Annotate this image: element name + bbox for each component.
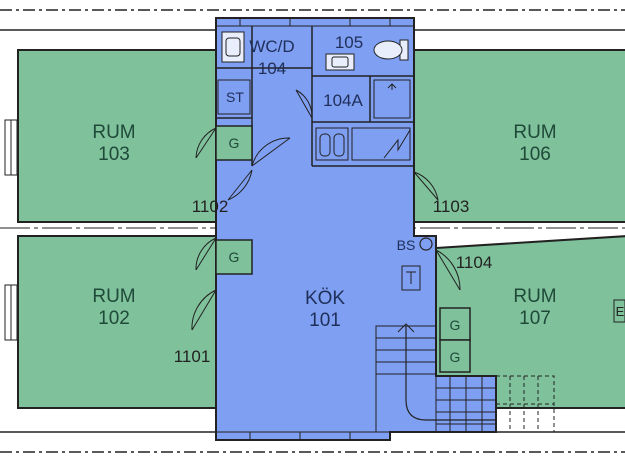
room-103-name: RUM [92, 122, 135, 143]
toilet-icon [373, 39, 409, 61]
room-104a-number: 104A [323, 91, 363, 110]
washbasin-icon [221, 31, 245, 63]
closet-label-2: G [229, 249, 240, 265]
sink-icon [325, 53, 355, 71]
room-107-name: RUM [513, 286, 556, 307]
room-102-name: RUM [92, 286, 135, 307]
left-window-upper [4, 119, 18, 176]
room-107-number: 107 [519, 308, 551, 329]
door-1104-label: 1104 [456, 253, 493, 272]
right-edge-mark [613, 299, 625, 323]
room-106-number: 106 [519, 144, 551, 165]
stove-icon [315, 127, 349, 161]
bottom-window [215, 431, 391, 441]
room-102 [17, 235, 217, 409]
bs-circle-icon [419, 237, 433, 251]
edge-mark-label: E [616, 304, 625, 319]
closet-label-4: G [450, 349, 461, 365]
door-1103-label: 1103 [433, 197, 470, 216]
closet-label-1: G [229, 135, 240, 151]
room-105-number: 105 [335, 33, 363, 52]
bs-label: BS [397, 237, 416, 253]
room-106 [413, 49, 625, 223]
wc-number: 104 [258, 59, 286, 78]
wc-name: WC/D [249, 37, 294, 56]
room-106-name: RUM [513, 122, 556, 143]
door-1101-label: 1101 [174, 347, 211, 366]
counter-icon [351, 127, 411, 161]
closet-label-3: G [450, 317, 461, 333]
top-window [215, 17, 415, 27]
room-102-number: 102 [98, 308, 130, 329]
fridge-icon [401, 265, 421, 291]
door-swings [191, 89, 461, 331]
core-walls [216, 26, 414, 167]
room-103 [17, 49, 217, 223]
storage-st [217, 79, 251, 115]
kitchen-number: 101 [309, 310, 341, 331]
door-1102-label: 1102 [192, 197, 229, 216]
storage-label: ST [226, 89, 244, 105]
left-window-lower [4, 284, 18, 341]
closets [215, 125, 471, 373]
room-103-number: 103 [98, 144, 130, 165]
dashed-stair-outline [495, 375, 555, 433]
appliance-icon [373, 79, 411, 119]
kitchen-name: KÖK [305, 288, 345, 309]
staircase [375, 323, 496, 433]
